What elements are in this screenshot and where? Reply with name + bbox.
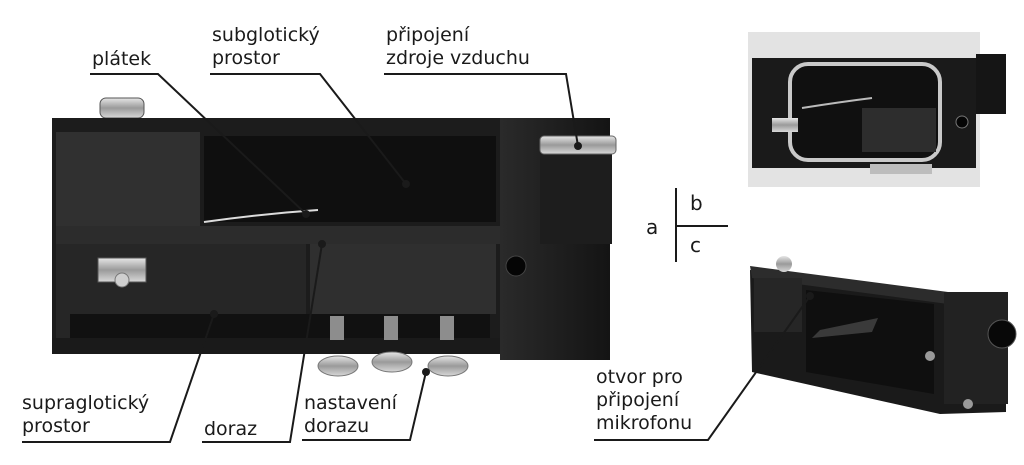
photo-a bbox=[52, 97, 617, 377]
label-nast-line2: dorazu bbox=[304, 415, 370, 437]
panel-key-c: c bbox=[690, 233, 701, 257]
label-doraz: doraz bbox=[204, 418, 258, 440]
leader-nastaveni bbox=[302, 371, 427, 441]
label-pripojeni-vzduchu: připojení zdroje vzduchu bbox=[386, 24, 530, 70]
panel-key-a: a bbox=[646, 215, 659, 239]
leader-doraz bbox=[202, 243, 323, 443]
label-nast-line1: nastavení bbox=[304, 392, 397, 414]
label-nastaveni-dorazu: nastavení dorazu bbox=[304, 392, 397, 438]
label-supra-line2: prostor bbox=[22, 415, 90, 437]
label-otvor-line1: otvor pro bbox=[596, 366, 683, 388]
label-pripoj-line1: připojení bbox=[386, 24, 470, 46]
label-supra-line1: supraglotický bbox=[22, 392, 150, 414]
leader-lines bbox=[22, 73, 814, 443]
leader-subglot bbox=[210, 73, 407, 185]
label-supraglot: supraglotický prostor bbox=[22, 392, 149, 438]
label-platek: plátek bbox=[92, 48, 152, 70]
label-pripoj-line2: zdroje vzduchu bbox=[386, 47, 530, 69]
label-subglot-line2: prostor bbox=[212, 47, 280, 69]
leader-otvor bbox=[594, 295, 811, 441]
label-otvor-line3: mikrofonu bbox=[596, 412, 693, 434]
photo-b bbox=[748, 32, 1006, 187]
photo-c bbox=[750, 256, 1017, 414]
panel-key bbox=[675, 188, 728, 262]
label-otvor-mikrofonu: otvor pro připojení mikrofonu bbox=[596, 366, 692, 435]
label-subglot: subglotický prostor bbox=[212, 24, 320, 70]
leader-supra bbox=[22, 313, 215, 443]
leader-pripoj bbox=[384, 73, 579, 147]
leader-platek bbox=[90, 73, 307, 215]
label-otvor-line2: připojení bbox=[596, 389, 680, 411]
panel-key-b: b bbox=[690, 191, 703, 215]
label-subglot-line1: subglotický bbox=[212, 24, 320, 46]
